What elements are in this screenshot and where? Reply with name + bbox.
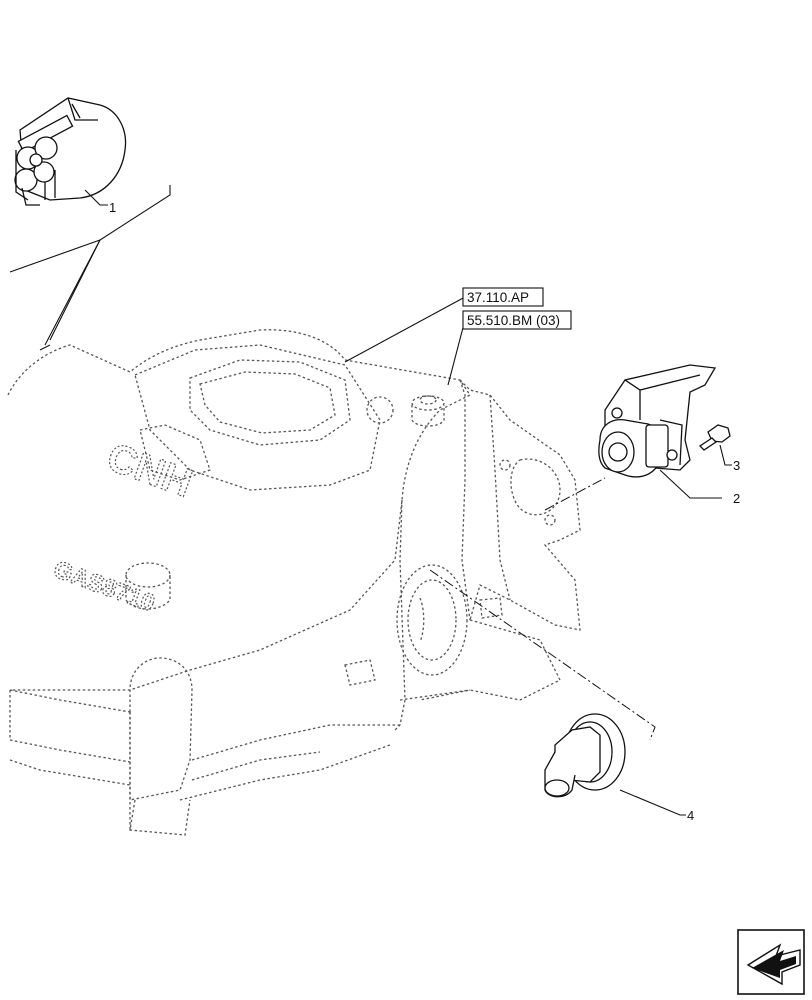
reference-box-1[interactable]: 37.110.AP	[462, 287, 544, 307]
engine-housing-ghost: CNH GAS8710	[7, 329, 561, 836]
callout-2: 2	[733, 491, 740, 506]
assembly-centerlines	[429, 477, 656, 741]
speed-sensor-part	[598, 364, 717, 478]
reference-label-1: 37.110.AP	[467, 290, 529, 305]
next-page-arrow-icon[interactable]	[737, 929, 805, 995]
engine-brand-marking: CNH	[101, 435, 197, 506]
callout-4: 4	[687, 808, 694, 823]
callout-3: 3	[733, 458, 740, 473]
mounting-bracket-ghost	[411, 379, 581, 631]
engine-code-marking: GAS8710	[50, 556, 158, 617]
plug-part	[544, 713, 626, 798]
leader-lines	[9, 185, 732, 816]
connector-part	[14, 97, 127, 206]
reference-label-2: 55.510.BM (03)	[467, 313, 560, 328]
callout-1: 1	[109, 200, 116, 215]
reference-box-2[interactable]: 55.510.BM (03)	[462, 310, 572, 330]
screw-part	[698, 424, 731, 451]
